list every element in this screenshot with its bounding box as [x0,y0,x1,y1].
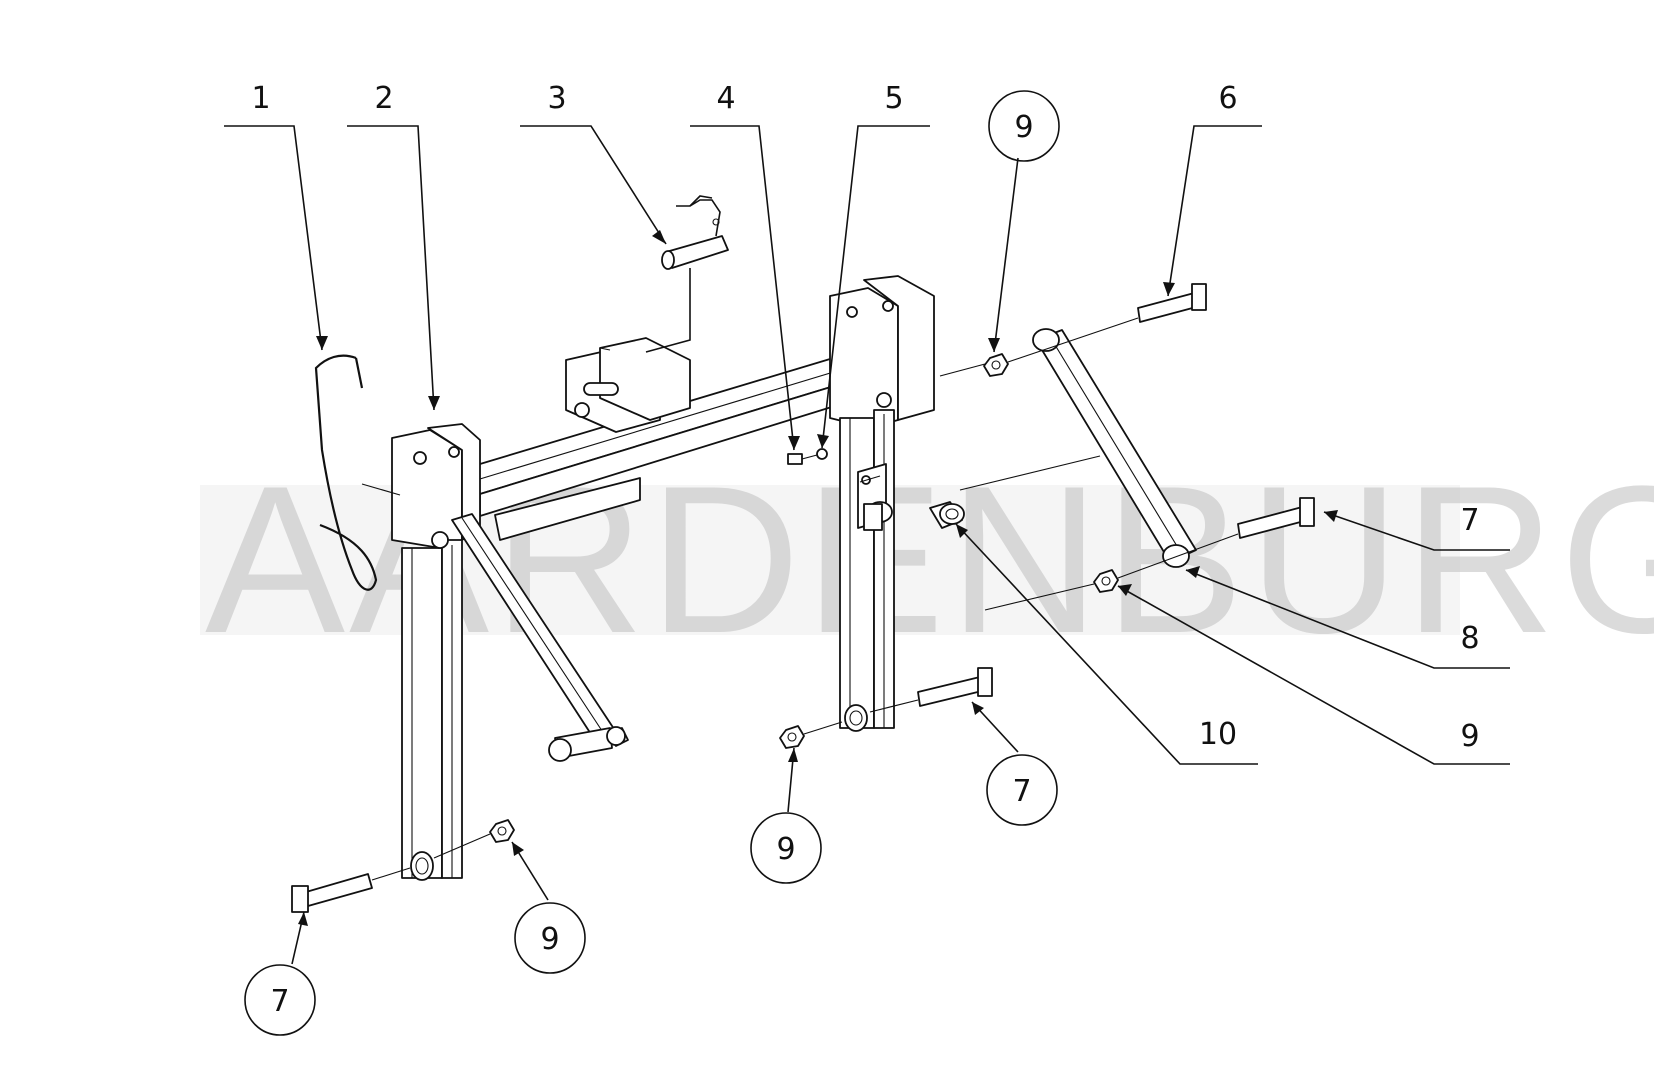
callout-label-7-bottom: 7 [270,984,289,1019]
left-diagonal-brace [451,513,629,762]
callout-label-2: 2 [374,81,393,116]
r-clip-part [314,354,401,591]
callout-label-9-mid: 9 [776,832,795,867]
top-hitch-bracket [565,337,691,433]
callout-label-7-right: 7 [1460,503,1479,538]
callout-circle-7-mid [986,754,1058,826]
callout-label-6: 6 [1218,81,1237,116]
callout-label-10: 10 [1199,717,1237,752]
right-link-arm [1032,328,1197,568]
callout-circle-9-mid [750,812,822,884]
right-upright [829,275,935,732]
small-pins [787,448,828,465]
callout-circles [244,90,1060,1036]
leader-lines [224,125,1510,965]
callout-label-8-right: 8 [1460,621,1479,656]
left-upright [391,423,481,881]
callout-circle-9-top [988,90,1060,162]
hitch-pin-part [661,195,729,270]
bushing-part [929,501,965,529]
fasteners [291,283,1315,913]
callout-label-5: 5 [884,81,903,116]
callout-labels: 1 2 3 4 5 6 9 7 8 9 10 7 9 9 7 [251,81,1479,1019]
callout-circle-9-bottom [514,902,586,974]
callout-label-4: 4 [716,81,735,116]
callout-label-1: 1 [251,81,270,116]
callout-label-9-bottom: 9 [540,922,559,957]
callout-circle-7-bottom [244,964,316,1036]
callout-label-7-mid: 7 [1012,774,1031,809]
callout-label-3: 3 [547,81,566,116]
callout-label-9-right: 9 [1460,719,1479,754]
callout-label-9-top: 9 [1014,110,1033,145]
main-beam [459,349,881,541]
